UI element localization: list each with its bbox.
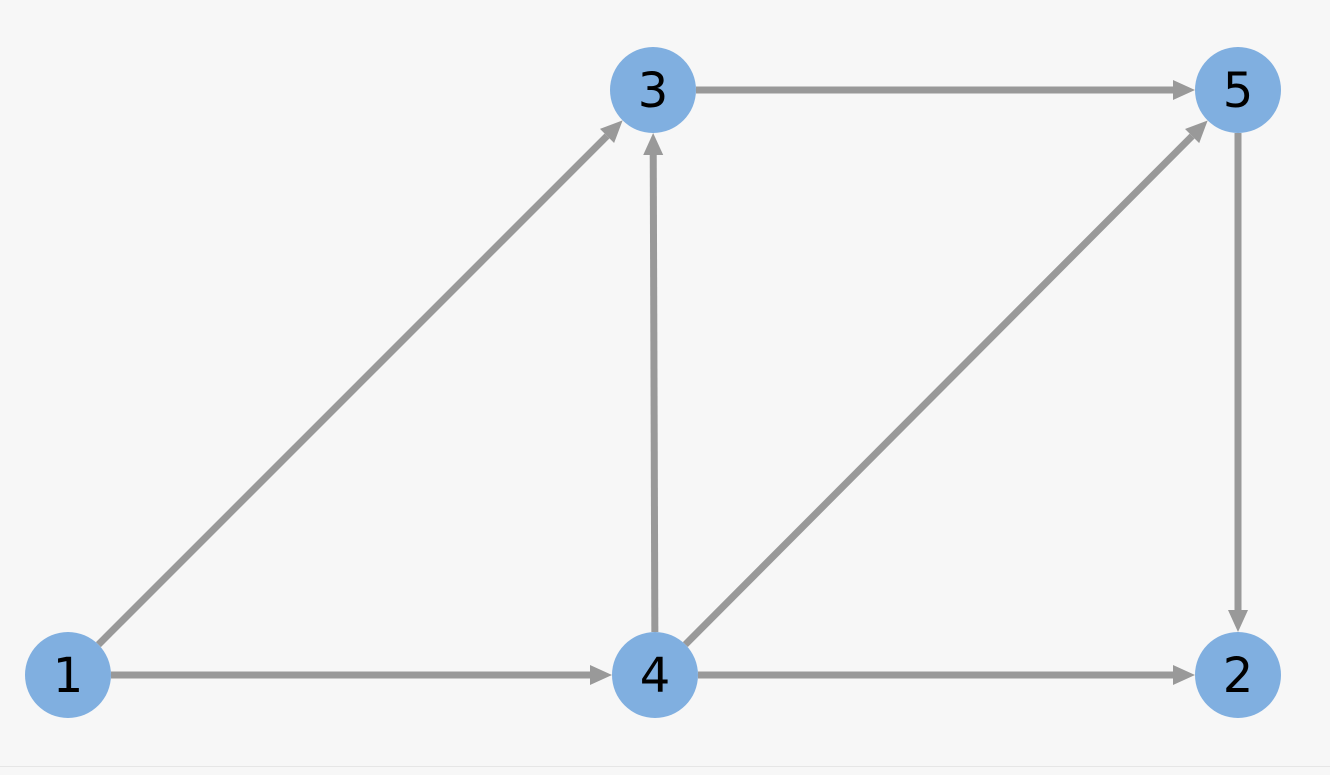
node-label: 2 <box>1223 648 1254 704</box>
arrowhead-icon <box>1173 80 1195 100</box>
node-label: 3 <box>638 63 669 119</box>
edge-1-to-3[interactable] <box>95 120 623 648</box>
arrowhead-icon <box>1185 120 1208 144</box>
node-2[interactable]: 2 <box>1195 632 1281 718</box>
edge-line <box>95 133 610 648</box>
edge-line <box>649 154 659 633</box>
arrowhead-icon <box>599 120 623 144</box>
node-circle[interactable] <box>1195 47 1281 133</box>
edge-4-to-2[interactable] <box>698 665 1195 685</box>
arrowhead-icon <box>590 665 612 685</box>
node-circle[interactable] <box>612 632 698 718</box>
arrowhead-icon <box>1173 665 1195 685</box>
edge-1-to-4[interactable] <box>111 665 612 685</box>
bottom-divider <box>0 766 1330 767</box>
node-label: 5 <box>1223 63 1254 119</box>
arrowhead-icon <box>643 132 664 156</box>
node-circle[interactable] <box>610 47 696 133</box>
node-1[interactable]: 1 <box>25 632 111 718</box>
node-4[interactable]: 4 <box>612 632 698 718</box>
node-5[interactable]: 5 <box>1195 47 1281 133</box>
edge-4-to-5[interactable] <box>682 120 1208 648</box>
node-circle[interactable] <box>1195 632 1281 718</box>
edge-3-to-5[interactable] <box>696 80 1195 100</box>
edge-5-to-2[interactable] <box>1228 133 1248 632</box>
edges-layer <box>95 80 1248 685</box>
node-label: 4 <box>640 648 671 704</box>
edge-line <box>682 133 1195 648</box>
node-label: 1 <box>53 648 84 704</box>
arrowhead-icon <box>1228 610 1248 632</box>
node-3[interactable]: 3 <box>610 47 696 133</box>
node-circle[interactable] <box>25 632 111 718</box>
nodes-layer: 1 2 3 4 5 <box>25 47 1281 718</box>
edge-4-to-3[interactable] <box>643 132 664 633</box>
